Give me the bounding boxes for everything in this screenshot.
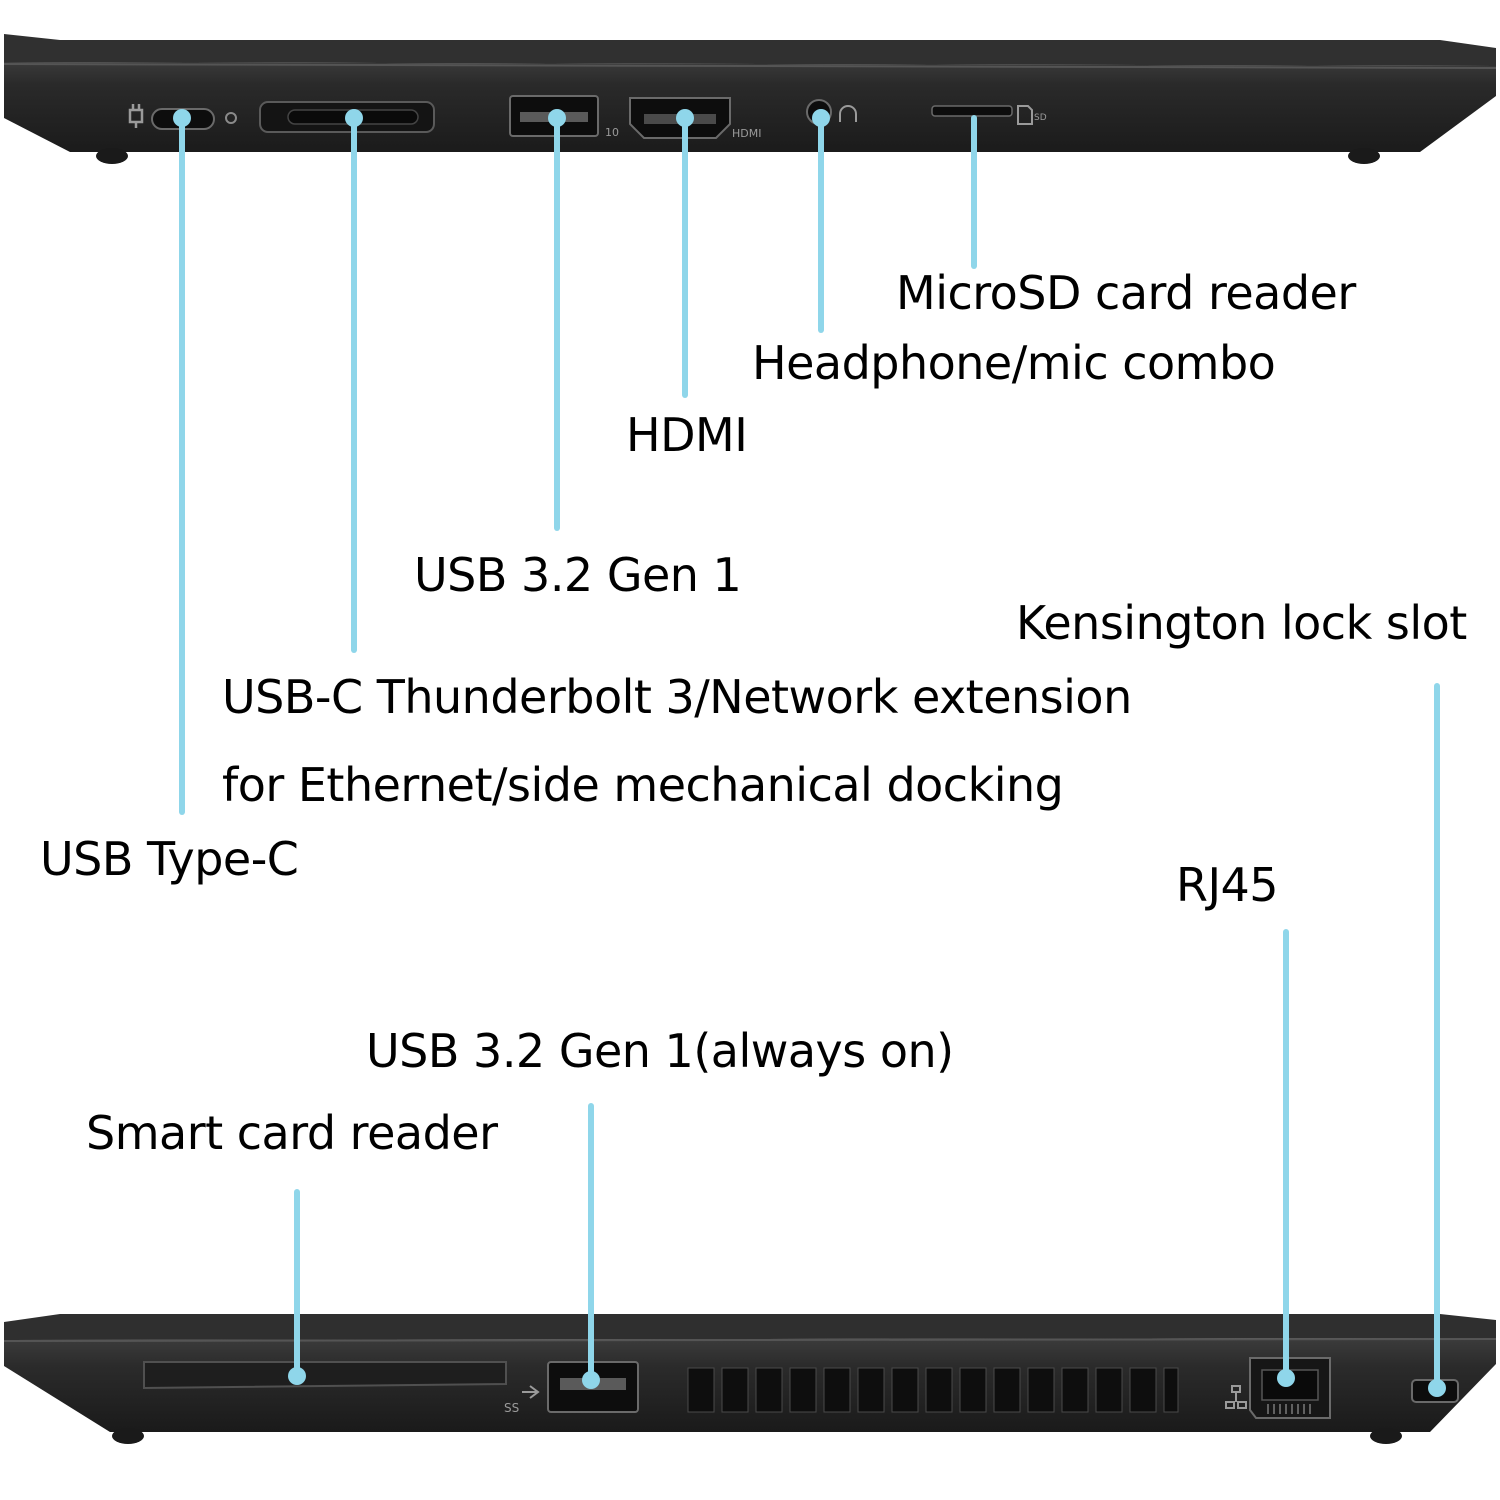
leader-lines [173, 109, 1446, 1397]
microsd-label: MicroSD card reader [896, 266, 1356, 320]
usb-type-c-label: USB Type-C [40, 832, 299, 886]
laptop-lid-bottom [4, 1314, 1496, 1340]
vent-grille [687, 1367, 1179, 1413]
laptop-right-side-view: SS [3, 1314, 1497, 1444]
usb-always-on-label: USB 3.2 Gen 1(always on) [366, 1024, 954, 1078]
hdmi-label: HDMI [626, 408, 748, 462]
usb-gen1-label: USB 3.2 Gen 1 [414, 548, 742, 602]
headset-icon [839, 105, 857, 122]
usb-icon [522, 1385, 540, 1399]
hdmi-marking: HDMI [732, 127, 761, 140]
usb-speed-marking: 10 [605, 126, 619, 139]
laptop-foot [96, 148, 128, 164]
sd-marking: SD [1034, 113, 1047, 123]
network-icon [1225, 1385, 1247, 1409]
sd-card-icon [1017, 105, 1033, 125]
laptop-foot [112, 1428, 144, 1444]
kensington-label: Kensington lock slot [1016, 596, 1467, 650]
rj45-label: RJ45 [1176, 858, 1279, 912]
usb-ss-marking: SS [504, 1401, 519, 1415]
smart-card-slot [143, 1361, 507, 1390]
laptop-left-side-view: 10 HDMI SD [3, 34, 1497, 164]
headphone-label: Headphone/mic combo [752, 336, 1276, 390]
laptop-foot [1370, 1428, 1402, 1444]
laptop-foot [1348, 148, 1380, 164]
smart-card-label: Smart card reader [86, 1106, 498, 1160]
charging-led [225, 112, 237, 124]
plug-icon [128, 104, 144, 128]
microsd-slot [931, 105, 1013, 117]
laptop-lid-top [4, 34, 1496, 66]
thunderbolt-label-line2: for Ethernet/side mechanical docking [222, 758, 1064, 812]
thunderbolt-label-line1: USB-C Thunderbolt 3/Network extension [222, 670, 1132, 724]
